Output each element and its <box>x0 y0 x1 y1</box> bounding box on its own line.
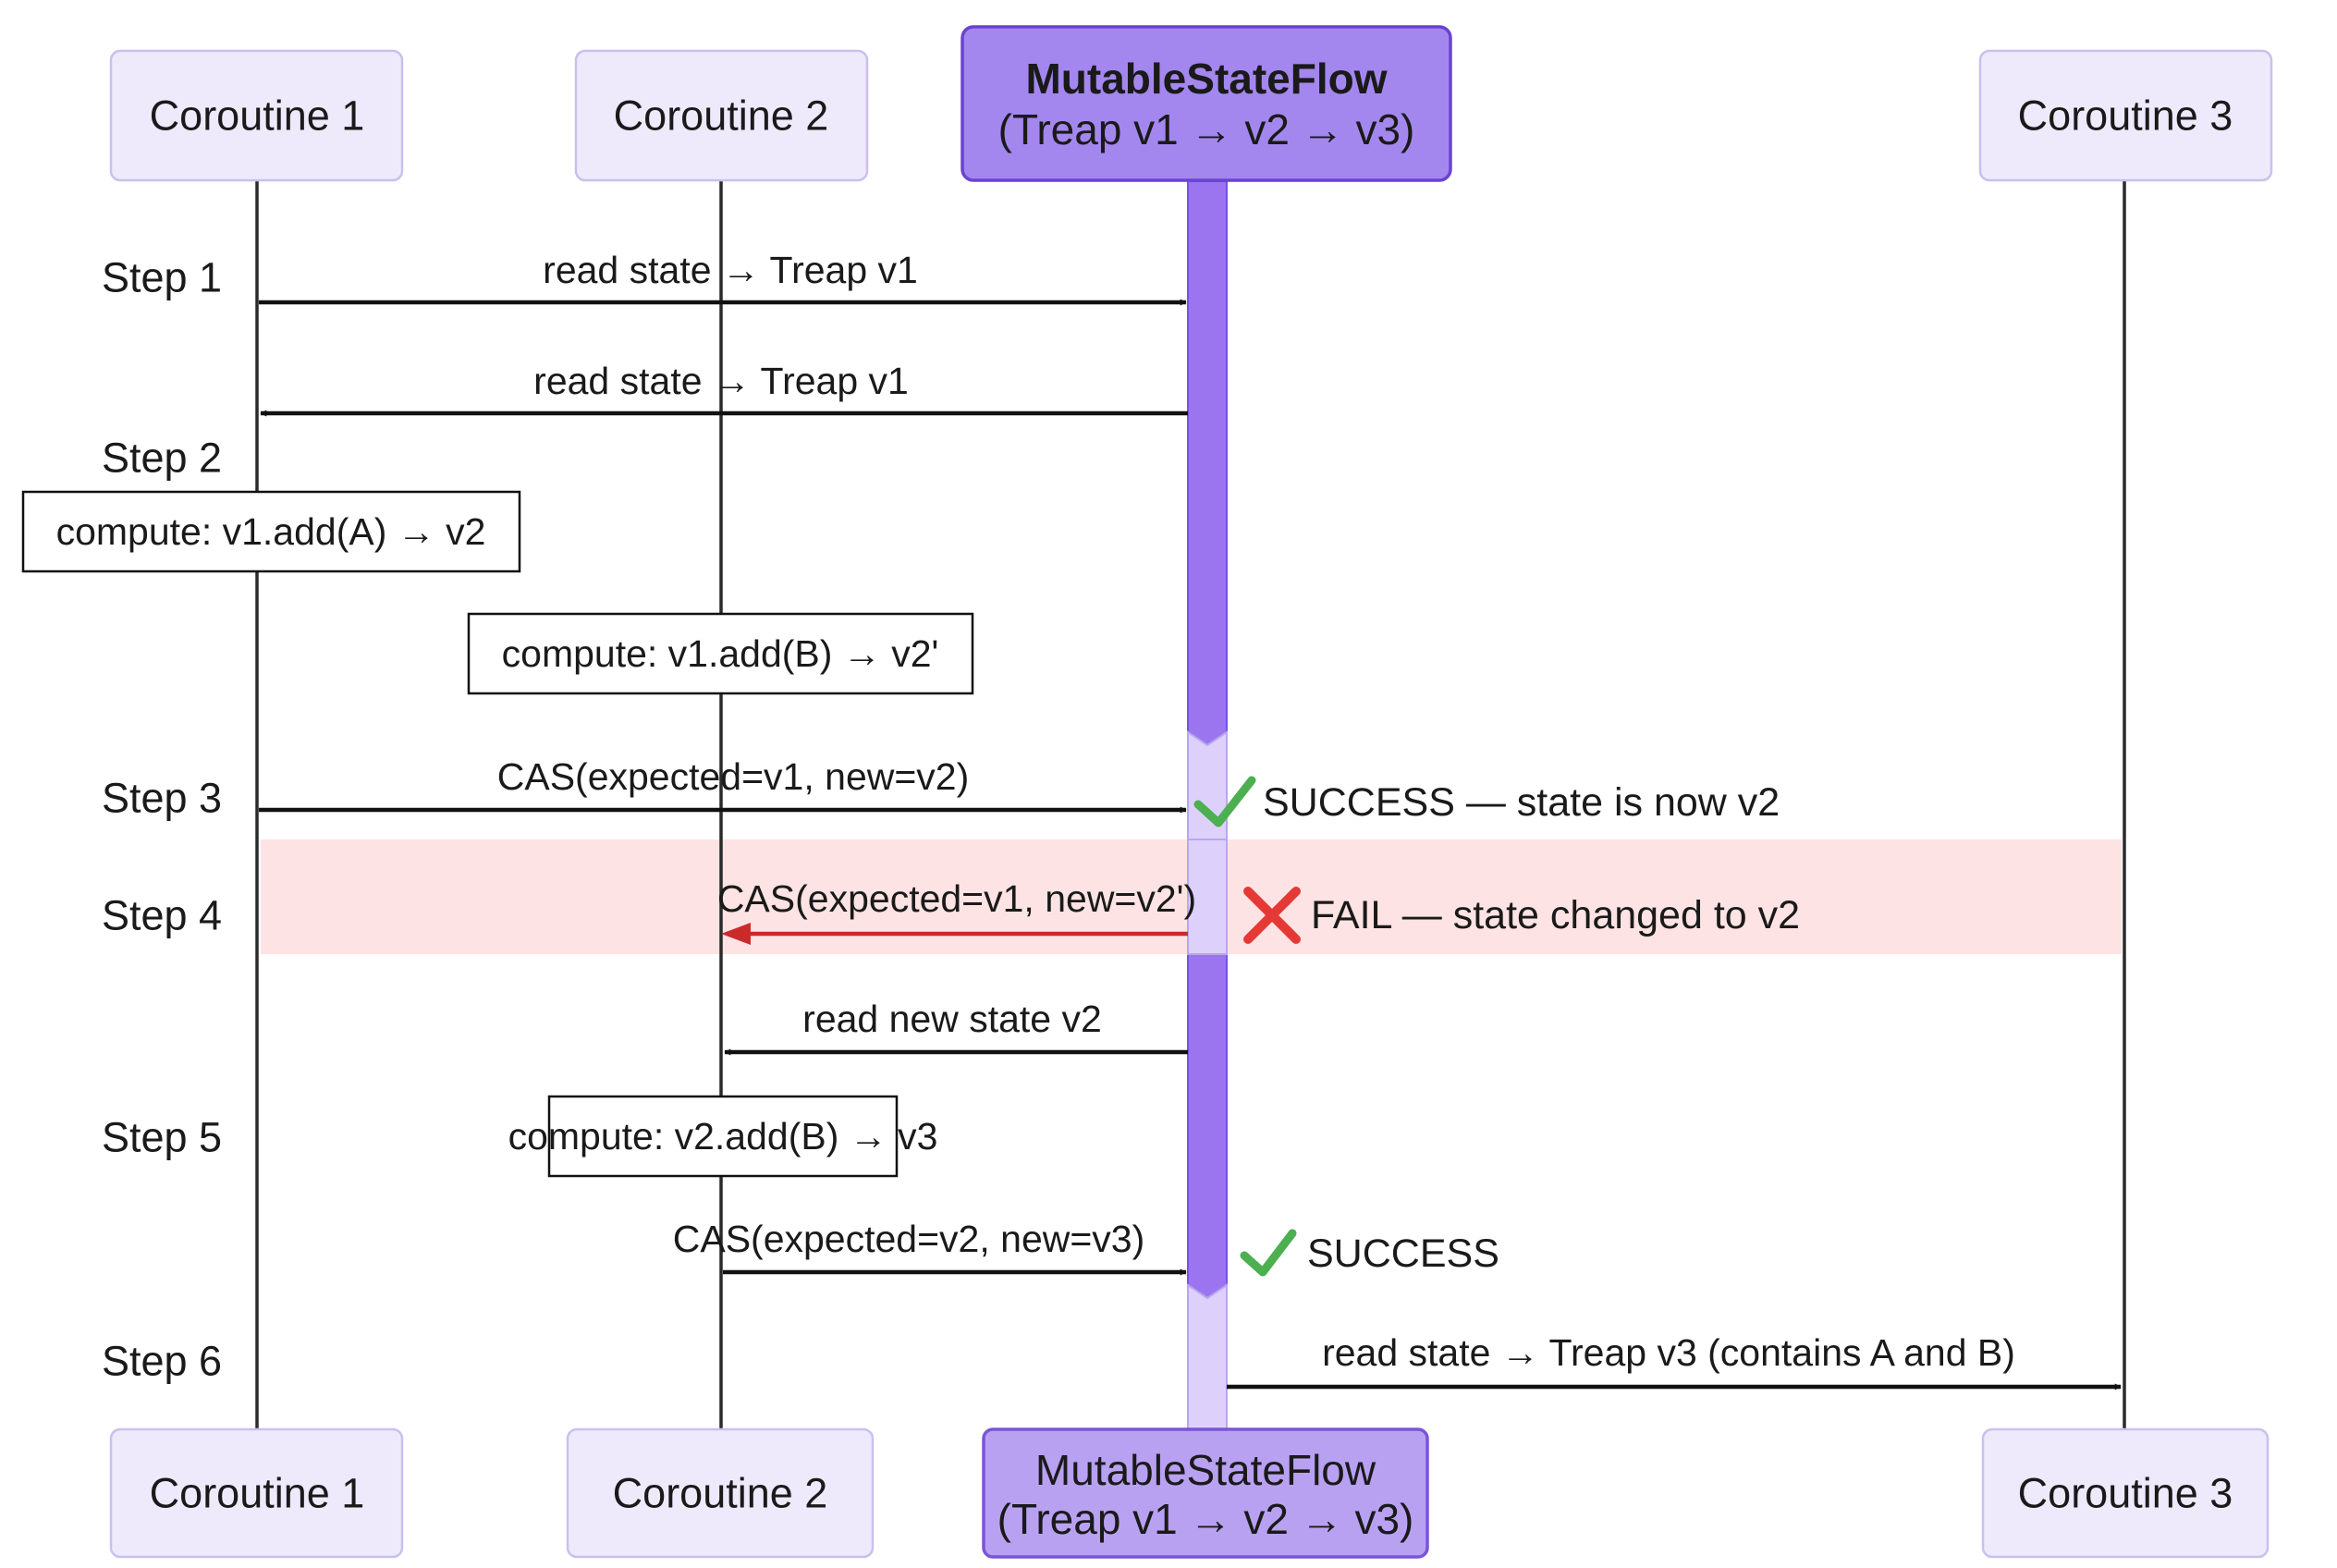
activation-segment-step3 <box>1187 730 1228 840</box>
participant-label: Coroutine 1 <box>150 1470 365 1517</box>
activation-segment-step6 <box>1187 1283 1228 1430</box>
participant-coroutine-2-bottom: Coroutine 2 <box>566 1427 875 1559</box>
participant-label: Coroutine 2 <box>614 92 829 140</box>
participant-subtitle: (Treap v1 → v2 → v3) <box>998 105 1415 153</box>
note-compute-v1-add-b: compute: v1.add(B) → v2' <box>467 612 974 695</box>
message-label: CAS(expected=v1, new=v2) <box>497 755 970 798</box>
participant-coroutine-1-top: Coroutine 1 <box>109 49 404 182</box>
cross-icon <box>1243 887 1301 944</box>
step-label-4: Step 4 <box>102 892 222 939</box>
participant-title: MutableStateFlow <box>1035 1446 1377 1494</box>
participant-label: Coroutine 3 <box>2018 1470 2233 1517</box>
participant-label: Coroutine 1 <box>150 92 365 140</box>
note-compute-v1-add-a: compute: v1.add(A) → v2 <box>21 490 521 573</box>
step-label-1: Step 1 <box>102 254 222 301</box>
participant-coroutine-3-top: Coroutine 3 <box>1978 49 2273 182</box>
participant-subtitle: (Treap v1 → v2 → v3) <box>997 1495 1414 1543</box>
message-label: read new state v2 <box>802 998 1102 1040</box>
step-label-5: Step 5 <box>102 1114 222 1161</box>
participant-label: Coroutine 3 <box>2018 92 2233 140</box>
participant-coroutine-3-bottom: Coroutine 3 <box>1981 1427 2270 1559</box>
svg-text:compute: v1.add(B) → v2': compute: v1.add(B) → v2' <box>502 632 939 675</box>
check-icon <box>1240 1229 1297 1277</box>
step-label-2: Step 2 <box>102 435 222 482</box>
message-label: CAS(expected=v1, new=v2') <box>717 877 1196 920</box>
status-success-v2: SUCCESS — state is now v2 <box>1263 780 1780 825</box>
svg-text:compute: v1.add(A) → v2: compute: v1.add(A) → v2 <box>56 510 486 553</box>
check-icon <box>1193 776 1256 827</box>
step-label-3: Step 3 <box>102 775 222 822</box>
participant-coroutine-2-top: Coroutine 2 <box>574 49 869 182</box>
step-label-6: Step 6 <box>102 1338 222 1385</box>
status-fail: FAIL — state changed to v2 <box>1311 893 1800 937</box>
message-label: read state → Treap v1 <box>543 249 918 291</box>
message-label: read state → Treap v1 <box>533 360 909 402</box>
participant-label: Coroutine 2 <box>613 1470 828 1517</box>
participant-mutablestateflow-top: MutableStateFlow (Treap v1 → v2 → v3) <box>960 25 1452 182</box>
activation-segment-step4 <box>1187 839 1228 955</box>
participant-mutablestateflow-bottom: MutableStateFlow (Treap v1 → v2 → v3) <box>982 1427 1429 1559</box>
status-success-v3: SUCCESS <box>1307 1231 1499 1276</box>
message-label: read state → Treap v3 (contains A and B) <box>1322 1331 2015 1374</box>
note-compute-v2-add-b: compute: v2.add(B) → v3 <box>508 1095 938 1178</box>
svg-text:compute: v2.add(B) → v3: compute: v2.add(B) → v3 <box>508 1115 938 1158</box>
fail-arrowhead <box>721 923 751 945</box>
message-label: CAS(expected=v2, new=v3) <box>673 1218 1145 1260</box>
participant-title: MutableStateFlow <box>1025 55 1387 103</box>
participant-coroutine-1-bottom: Coroutine 1 <box>109 1427 404 1559</box>
